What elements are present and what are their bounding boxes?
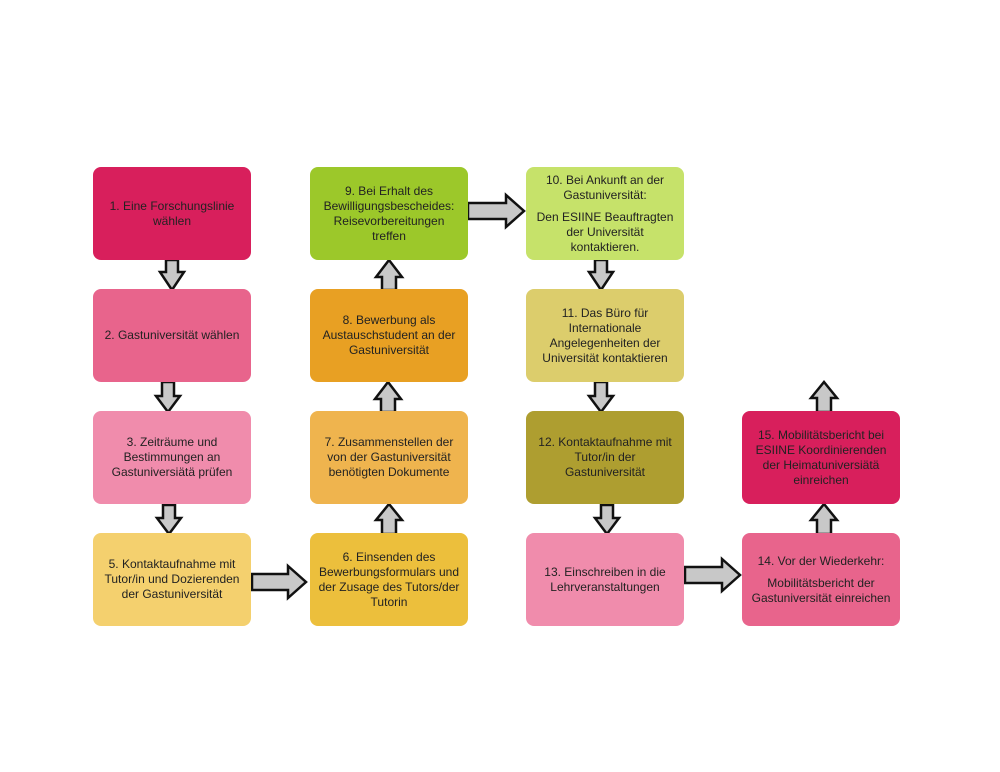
arrow-up-6-7 <box>373 502 405 536</box>
step-12-text: 12. Kontaktaufnahme mit Tutor/in der Gas… <box>538 435 672 479</box>
step-1-box: 1. Eine Forschungslinie wählen <box>93 167 251 260</box>
arrow-down-2-3 <box>153 380 183 415</box>
step-3-box: 3. Zeiträume und Bestimmungen an Gastuni… <box>93 411 251 504</box>
step-2-text: 2. Gastuniversität wählen <box>104 328 240 342</box>
step-9-box: 9. Bei Erhalt des Bewilligungsbescheides… <box>310 167 468 260</box>
arrow-right-13-14 <box>683 556 742 594</box>
arrow-up-15-end <box>808 380 840 414</box>
step-6-text: 6. Einsenden des Bewerbungsformulars und… <box>318 549 460 609</box>
step-13-box: 13. Einschreiben in die Lehrveranstaltun… <box>526 533 684 626</box>
arrow-down-3-5 <box>154 503 184 537</box>
step-15-box: 15. Mobilitätsbericht bei ESIINE Koordin… <box>742 411 900 504</box>
step-7-text: 7. Zusammenstellen der von der Gastunive… <box>324 435 454 479</box>
step-7-box: 7. Zusammenstellen der von der Gastunive… <box>310 411 468 504</box>
step-6-box: 6. Einsenden des Bewerbungsformulars und… <box>310 533 468 626</box>
arrow-right-5-6 <box>250 563 308 601</box>
step-14-heading: 14. Vor der Wiederkehr: <box>757 553 885 568</box>
step-15-text: 15. Mobilitätsbericht bei ESIINE Koordin… <box>755 427 887 487</box>
step-13-text: 13. Einschreiben in die Lehrveranstaltun… <box>544 564 666 594</box>
step-10-box: 10. Bei Ankunft an der Gastuniversität: … <box>526 167 684 260</box>
step-11-text: 11. Das Büro für Internationale Angelege… <box>542 305 668 365</box>
arrow-down-11-12 <box>586 380 616 415</box>
step-2-box: 2. Gastuniversität wählen <box>93 289 251 382</box>
step-12-box: 12. Kontaktaufnahme mit Tutor/in der Gas… <box>526 411 684 504</box>
step-10-text: Den ESIINE Beauftragten der Universität … <box>536 209 674 254</box>
step-11-box: 11. Das Büro für Internationale Angelege… <box>526 289 684 382</box>
step-9-text: 9. Bei Erhalt des Bewilligungsbescheides… <box>323 183 455 243</box>
arrow-up-14-15 <box>808 502 840 536</box>
arrow-up-7-8 <box>372 379 404 414</box>
arrow-right-9-10 <box>466 192 526 230</box>
step-3-text: 3. Zeiträume und Bestimmungen an Gastuni… <box>111 435 233 479</box>
step-1-text: 1. Eine Forschungslinie wählen <box>109 198 235 228</box>
arrow-down-10-11 <box>586 258 616 293</box>
step-5-text: 5. Kontaktaufnahme mit Tutor/in und Dozi… <box>104 557 240 601</box>
step-8-box: 8. Bewerbung als Austauschstudent an der… <box>310 289 468 382</box>
step-5-box: 5. Kontaktaufnahme mit Tutor/in und Dozi… <box>93 533 251 626</box>
step-10-heading: 10. Bei Ankunft an der Gastuniversität: <box>545 172 665 202</box>
arrow-down-12-13 <box>592 503 622 537</box>
arrow-down-1-2 <box>157 258 187 293</box>
step-8-text: 8. Bewerbung als Austauschstudent an der… <box>322 313 456 357</box>
step-14-box: 14. Vor der Wiederkehr: Mobilitätsberich… <box>742 533 900 626</box>
arrow-up-8-9 <box>373 257 405 292</box>
step-14-text: Mobilitätsbericht der Gastuniversität ei… <box>751 575 891 605</box>
